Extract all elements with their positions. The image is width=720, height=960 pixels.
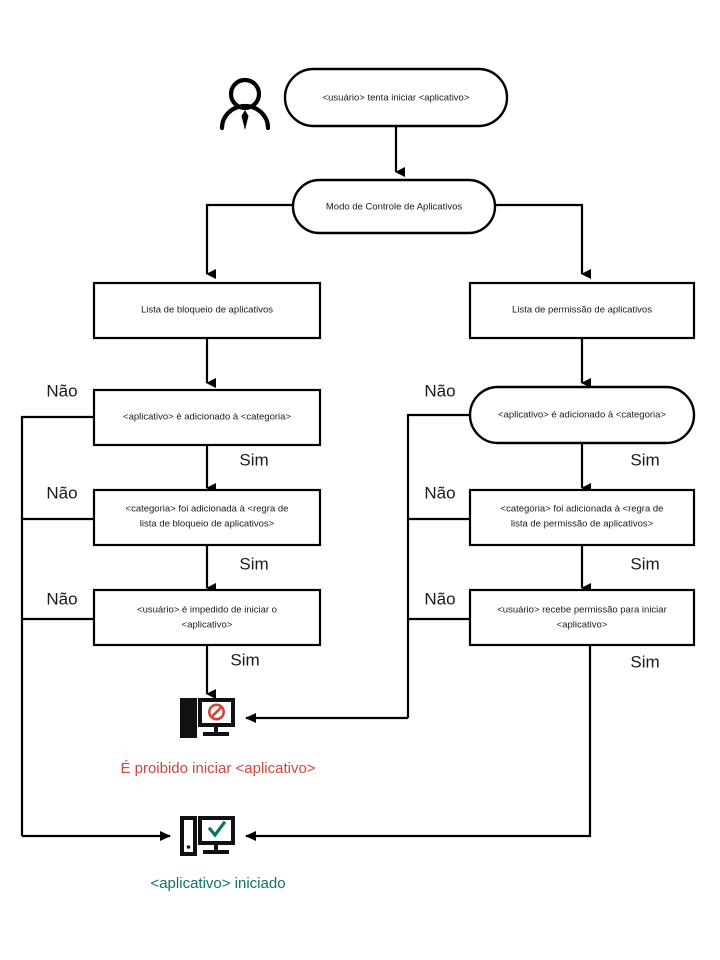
edge-mode-to-blocklist bbox=[205, 203, 293, 279]
node-allow-user-label-line2: <aplicativo> bbox=[557, 620, 608, 631]
user-person-icon bbox=[219, 77, 271, 131]
node-block-list-label: Lista de bloqueio de aplicativos bbox=[141, 305, 273, 316]
edge-block-category-no bbox=[20, 415, 94, 836]
node-allow-rule: <categoria> foi adicionada à <regra de l… bbox=[468, 488, 696, 547]
branch-label-right-no-1: Não bbox=[424, 381, 455, 400]
branch-label-right-no-3: Não bbox=[424, 589, 455, 608]
branch-label-left-yes-2: Sim bbox=[239, 554, 268, 573]
node-block-user: <usuário> é impedido de iniciar o <aplic… bbox=[92, 588, 322, 647]
node-mode: Modo de Controle de Aplicativos bbox=[291, 178, 497, 235]
branch-label-left-no-1: Não bbox=[46, 381, 77, 400]
branch-label-left-yes-1: Sim bbox=[239, 450, 268, 469]
node-allow-rule-label-line2: lista de permissão de aplicativos> bbox=[511, 519, 654, 530]
branch-label-right-yes-3: Sim bbox=[630, 652, 659, 671]
branch-label-right-no-2: Não bbox=[424, 483, 455, 502]
computer-blocked-icon bbox=[180, 698, 235, 738]
denied-caption: É proibido iniciar <aplicativo> bbox=[120, 760, 315, 777]
node-start-label: <usuário> tenta iniciar <aplicativo> bbox=[323, 93, 470, 104]
node-allow-list: Lista de permissão de aplicativos bbox=[468, 281, 696, 340]
node-start: <usuário> tenta iniciar <aplicativo> bbox=[283, 67, 509, 128]
node-allow-user: <usuário> recebe permissão para iniciar … bbox=[468, 588, 696, 647]
edge-allow-category-no bbox=[406, 413, 470, 718]
node-block-category-label: <aplicativo> é adicionado à <categoria> bbox=[123, 412, 291, 423]
node-mode-label: Modo de Controle de Aplicativos bbox=[326, 202, 462, 213]
branch-label-right-yes-1: Sim bbox=[630, 450, 659, 469]
node-block-rule-label-line1: <categoria> foi adicionada à <regra de bbox=[126, 504, 289, 515]
node-block-list: Lista de bloqueio de aplicativos bbox=[92, 281, 322, 340]
node-allow-category: <aplicativo> é adicionado à <categoria> bbox=[468, 385, 696, 445]
branch-label-left-no-3: Não bbox=[46, 589, 77, 608]
node-block-user-label-line1: <usuário> é impedido de iniciar o bbox=[137, 605, 277, 616]
branch-label-left-no-2: Não bbox=[46, 483, 77, 502]
node-block-rule-label-line2: lista de bloqueio de aplicativos> bbox=[140, 519, 275, 530]
branch-label-right-yes-2: Sim bbox=[630, 554, 659, 573]
computer-allowed-icon bbox=[180, 816, 235, 856]
edge-mode-to-allowlist bbox=[495, 203, 591, 279]
branch-label-left-yes-3: Sim bbox=[230, 650, 259, 669]
edge-allow-user-yes-to-allowed bbox=[245, 645, 592, 841]
node-block-rule: <categoria> foi adicionada à <regra de l… bbox=[92, 488, 322, 547]
allowed-caption: <aplicativo> iniciado bbox=[150, 875, 285, 892]
node-allow-category-label: <aplicativo> é adicionado à <categoria> bbox=[498, 410, 666, 421]
node-allow-list-label: Lista de permissão de aplicativos bbox=[512, 305, 652, 316]
node-block-category: <aplicativo> é adicionado à <categoria> bbox=[92, 388, 322, 447]
node-allow-user-label-line1: <usuário> recebe permissão para iniciar bbox=[497, 605, 667, 616]
node-allow-rule-label-line1: <categoria> foi adicionada à <regra de bbox=[501, 504, 664, 515]
node-block-user-label-line2: <aplicativo> bbox=[182, 620, 233, 631]
